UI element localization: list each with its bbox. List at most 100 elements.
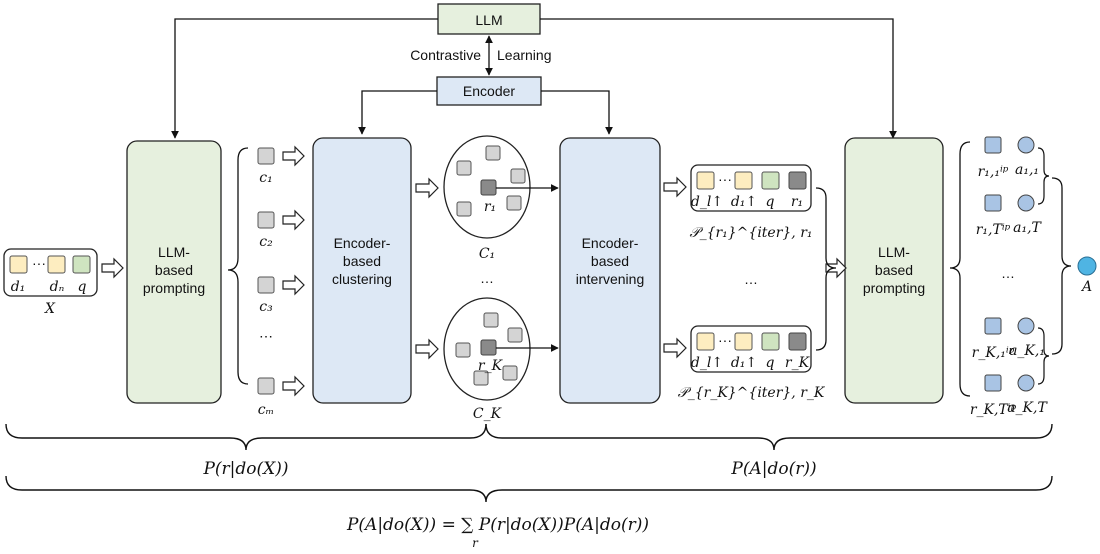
output-r-K-T [984, 374, 1002, 392]
seq1-caption: 𝒫_{r₁}^{iter}, r₁ [689, 225, 812, 241]
learning-label: Learning [497, 47, 552, 63]
label-CK: C_K [473, 406, 503, 422]
label-cm: cₘ [258, 402, 274, 418]
clusters-ellipsis: ⋯ [259, 328, 273, 344]
answer-node [1077, 256, 1097, 276]
arrow-c1 [282, 145, 305, 167]
llm-prompting-box-2 [844, 137, 944, 404]
seq1-label-q: q [766, 194, 775, 210]
encoder-to-clustering-line [358, 90, 437, 135]
clustering-line3: clustering [332, 271, 392, 287]
prompting2-line2: based [875, 262, 913, 278]
brace-right-half [485, 423, 1053, 451]
seq2-caption: 𝒫_{r_K}^{iter}, r_K [678, 385, 826, 401]
output-r-1-T [984, 194, 1002, 212]
output-a-K-T [1017, 374, 1035, 392]
clustering-line1: Encoder- [334, 235, 391, 251]
label-a11: a₁,₁ [1015, 162, 1039, 178]
prompting1-line1: LLM- [158, 244, 190, 260]
cluster-between-ellipsis: … [480, 270, 494, 286]
label-a1T: a₁,T [1013, 220, 1042, 236]
label-x: X [44, 301, 56, 317]
seq2-query [761, 332, 780, 351]
prompting2-line1: LLM- [878, 244, 910, 260]
label-answer: A [1080, 279, 1092, 295]
seq1-query [761, 171, 780, 190]
left-brace-label: P(r|do(X)) [202, 459, 288, 479]
output-a-1-1 [1017, 136, 1035, 154]
encoder-box [436, 76, 542, 106]
intervening-line3: intervening [576, 271, 645, 287]
output-a-K-1 [1017, 317, 1035, 335]
label-c3: c₃ [259, 299, 273, 315]
brace-final [1051, 177, 1072, 355]
seq1-doc-1 [734, 171, 753, 190]
input-dots: ··· [32, 255, 46, 271]
arrow-x-to-prompting [101, 257, 124, 279]
formula: P(A|do(X)) = ∑ P(r|do(X))P(A|do(r)) [346, 515, 649, 535]
seq2-label-dl: d_l↑ [691, 355, 723, 371]
doc-square-n [47, 255, 66, 274]
intervening-line1: Encoder- [582, 235, 639, 251]
llm-label: LLM [475, 12, 502, 28]
seq1-rep [788, 171, 807, 190]
sequences-brace-right [815, 187, 837, 351]
doc-square-1 [9, 255, 28, 274]
seq2-dots: ··· [718, 332, 732, 348]
arrow-c2 [282, 209, 305, 231]
label-rK1: r_K,₁ⁱᵖ [972, 345, 1015, 361]
prompting1-line2: based [155, 262, 193, 278]
arrow-to-CK [415, 338, 439, 360]
seq1-dots: ··· [718, 171, 732, 187]
arrow-to-seq1 [663, 176, 687, 198]
output-r-1-1 [984, 136, 1002, 154]
cluster-square-3 [257, 276, 275, 294]
llm-to-prompting2-line [540, 18, 897, 139]
output-a-1-T [1017, 194, 1035, 212]
brace-group-1 [1037, 147, 1050, 205]
cluster-CK-rep [480, 339, 497, 356]
brace-left-half [5, 423, 487, 451]
label-r11: r₁,₁ⁱᵖ [978, 164, 1009, 180]
seq2-label-r: r_K [785, 355, 811, 371]
seq1-label-dl: d_l↑ [691, 194, 723, 210]
label-aKT: a_K,T [1007, 400, 1048, 416]
clustering-line2: based [343, 253, 381, 269]
seq2-label-d1: d₁↑ [731, 355, 757, 371]
right-brace-label: P(A|do(r)) [730, 459, 816, 479]
label-C1: C₁ [479, 246, 495, 262]
label-aK1: a_K,₁ [1009, 343, 1045, 359]
llm-prompting-box-1 [126, 140, 222, 404]
arrow-to-C1 [415, 177, 439, 199]
prompting2-line3: prompting [863, 280, 925, 296]
label-c1: c₁ [259, 170, 272, 186]
label-dn: dₙ [50, 279, 65, 295]
arrow-c3 [282, 274, 305, 296]
label-r1T: r₁,Tⁱᵖ [976, 222, 1011, 238]
encoder-to-intervening-line [541, 90, 613, 135]
seq1-label-r: r₁ [791, 194, 803, 210]
outputs-ellipsis: … [1001, 265, 1015, 281]
encoder-label: Encoder [463, 83, 515, 99]
contrastive-label: Contrastive [410, 47, 481, 63]
arrow-cm [282, 375, 305, 397]
cluster-square-1 [257, 147, 275, 165]
encoder-clustering-box [312, 137, 412, 404]
seq1-label-d1: d₁↑ [731, 194, 757, 210]
label-r1: r₁ [484, 199, 496, 215]
seq-between-ellipsis: … [744, 271, 758, 287]
cluster-square-2 [257, 211, 275, 229]
query-square [72, 255, 91, 274]
llm-to-prompting1-line [171, 18, 438, 139]
clusters-brace-left [227, 147, 249, 385]
seq2-doc-1 [734, 332, 753, 351]
brace-total [5, 475, 1053, 503]
seq2-doc-l [696, 332, 715, 351]
seq2-label-q: q [766, 355, 775, 371]
formula-sum-sub: r [472, 536, 479, 550]
outputs-brace-left [949, 141, 971, 397]
seq1-doc-l [696, 171, 715, 190]
cluster-CK-members [455, 312, 523, 386]
prompting1-line3: prompting [143, 280, 205, 296]
arrow-to-seq2 [663, 337, 687, 359]
